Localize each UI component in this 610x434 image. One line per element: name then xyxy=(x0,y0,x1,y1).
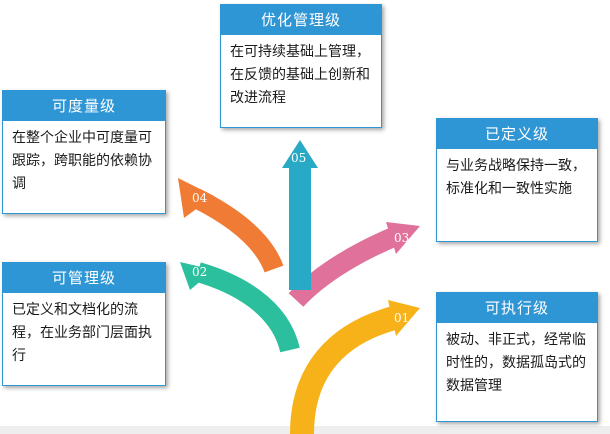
arrow-02 xyxy=(195,262,300,353)
card-defined: 已定义级 与业务战略保持一致，标准化和一致性实施 xyxy=(436,118,598,242)
card-defined-desc: 与业务战略保持一致，标准化和一致性实施 xyxy=(446,158,586,197)
card-optimized-title: 优化管理级 xyxy=(221,5,381,35)
arrow-03 xyxy=(288,226,400,307)
card-measurable-desc: 在整个企业中可度量可跟踪，跨职能的依赖协调 xyxy=(12,130,152,192)
arrow-04-head xyxy=(178,178,214,218)
card-defined-title: 已定义级 xyxy=(437,119,597,149)
card-managed-title: 可管理级 xyxy=(3,263,165,293)
arrow-02-head xyxy=(180,262,214,290)
card-managed-desc: 已定义和文档化的流程，在业务部门层面执行 xyxy=(12,302,152,364)
card-executable-desc: 被动、非正式，经常临时性的，数据孤岛式的数据管理 xyxy=(446,332,586,394)
arrow-01-number: 01 xyxy=(394,311,409,325)
card-optimized-desc: 在可持续基础上管理，在反馈的基础上创新和改进流程 xyxy=(230,44,370,106)
card-executable-title: 可执行级 xyxy=(437,293,597,323)
arrow-03-number: 03 xyxy=(394,231,409,245)
card-executable: 可执行级 被动、非正式，经常临时性的，数据孤岛式的数据管理 xyxy=(436,292,598,422)
card-measurable-title: 可度量级 xyxy=(3,91,165,121)
card-optimized: 优化管理级 在可持续基础上管理，在反馈的基础上创新和改进流程 xyxy=(220,4,382,128)
arrow-02-number: 02 xyxy=(192,265,207,279)
arrow-04-number: 04 xyxy=(192,191,208,205)
arrow-03-head xyxy=(386,222,420,254)
arrow-01 xyxy=(290,306,398,434)
arrow-04 xyxy=(191,189,284,273)
arrow-05-head xyxy=(282,140,318,168)
card-managed: 可管理级 已定义和文档化的流程，在业务部门层面执行 xyxy=(2,262,166,386)
card-measurable: 可度量级 在整个企业中可度量可跟踪，跨职能的依赖协调 xyxy=(2,90,166,214)
arrow-05-number: 05 xyxy=(291,151,306,165)
arrow-01-head xyxy=(388,300,420,336)
